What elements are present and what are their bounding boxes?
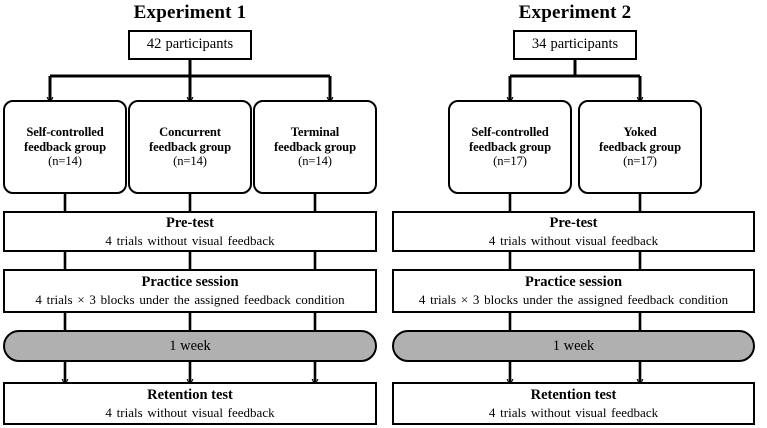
group-line1: Concurrent (159, 124, 221, 139)
group-line2: feedback group (24, 139, 106, 154)
stage-box-e1-pre-test: Pre-test 4 trials without visual feedbac… (3, 211, 377, 252)
interval-pill-e2-one-week: 1 week (392, 330, 755, 362)
stage-title: Practice session (524, 274, 623, 291)
stage-box-e1-retention-test: Retention test 4 trials without visual f… (3, 382, 377, 425)
stage-title: Practice session (141, 274, 239, 291)
stage-subtitle: 4 trials without visual feedback (105, 232, 275, 248)
group-n-count: (n=17) (493, 154, 527, 169)
group-line1: Terminal (290, 124, 340, 139)
stage-subtitle: 4 trials without visual feedback (488, 232, 659, 248)
interval-pill-e1-one-week: 1 week (3, 330, 377, 362)
group-line2: feedback group (469, 139, 551, 154)
interval-label: 1 week (552, 337, 595, 354)
stage-subtitle: 4 trials without visual feedback (488, 404, 659, 420)
group-line1: Self-controlled (471, 124, 549, 139)
root-box-label-experiment-2: 34 participants (531, 35, 619, 52)
panel-title-experiment-1: Experiment 1 (133, 2, 247, 23)
root-box-experiment-1: 42 participants (128, 30, 252, 60)
stage-title: Retention test (530, 386, 617, 403)
group-line1: Yoked (623, 124, 657, 139)
group-box-e2-self-controlled: Self-controlled feedback group (n=17) (448, 100, 572, 194)
stage-box-e2-practice-session: Practice session 4 trials × 3 blocks und… (392, 269, 755, 313)
stage-title: Pre-test (549, 214, 598, 231)
group-n-count: (n=17) (623, 154, 657, 169)
group-box-e1-self-controlled: Self-controlled feedback group (n=14) (3, 100, 127, 194)
group-n-count: (n=14) (298, 154, 332, 169)
stage-subtitle: 4 trials without visual feedback (105, 404, 275, 420)
panel-title-experiment-2: Experiment 2 (518, 2, 632, 23)
stage-title: Pre-test (165, 214, 215, 231)
stage-box-e1-practice-session: Practice session 4 trials × 3 blocks und… (3, 269, 377, 313)
stage-box-e2-retention-test: Retention test 4 trials without visual f… (392, 382, 755, 425)
stage-title: Retention test (147, 386, 233, 403)
group-n-count: (n=14) (48, 154, 82, 169)
stage-box-e2-pre-test: Pre-test 4 trials without visual feedbac… (392, 211, 755, 252)
interval-label: 1 week (169, 337, 211, 354)
group-box-e1-concurrent: Concurrent feedback group (n=14) (128, 100, 252, 194)
group-n-count: (n=14) (173, 154, 207, 169)
group-line1: Self-controlled (26, 124, 104, 139)
group-line2: feedback group (599, 139, 681, 154)
group-box-e1-terminal: Terminal feedback group (n=14) (253, 100, 377, 194)
group-line2: feedback group (149, 139, 231, 154)
root-box-experiment-2: 34 participants (513, 30, 637, 60)
stage-subtitle: 4 trials × 3 blocks under the assigned f… (35, 292, 345, 308)
group-box-e2-yoked: Yoked feedback group (n=17) (578, 100, 702, 194)
root-box-label-experiment-1: 42 participants (146, 35, 234, 52)
group-line2: feedback group (274, 139, 356, 154)
stage-subtitle: 4 trials × 3 blocks under the assigned f… (418, 292, 729, 308)
